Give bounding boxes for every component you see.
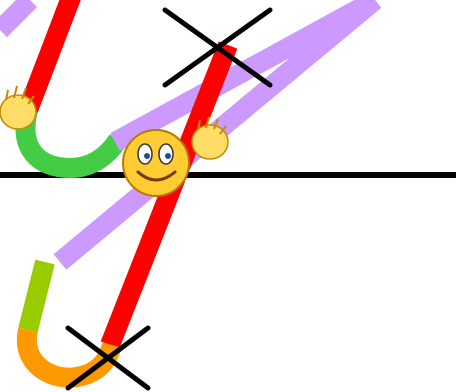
stroke-red-upper-left	[28, 0, 72, 110]
stroke-lime-short	[28, 262, 45, 330]
stroke-green-curve	[26, 110, 118, 168]
stroke-purple-partial	[0, 0, 30, 30]
